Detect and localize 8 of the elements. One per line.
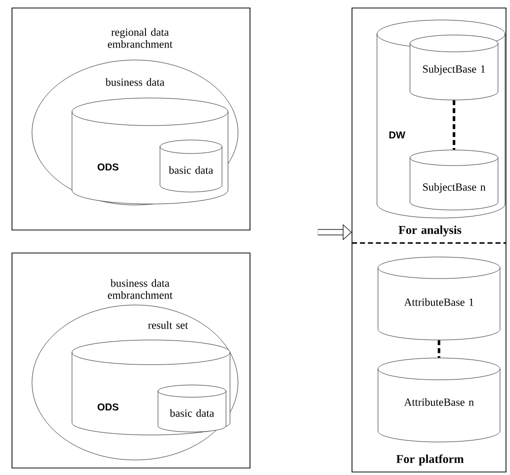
- connector-line: [452, 100, 456, 150]
- database-cylinder: SubjectBase n: [410, 150, 498, 210]
- connector-line: [438, 340, 440, 358]
- database-cylinder: SubjectBase 1: [410, 34, 498, 100]
- database-cylinder: AttributeBase n: [378, 358, 500, 442]
- database-cylinder: AttributeBase 1: [378, 256, 500, 340]
- database-cylinder: basic data: [158, 384, 226, 432]
- database-cylinder: basic data: [160, 140, 222, 192]
